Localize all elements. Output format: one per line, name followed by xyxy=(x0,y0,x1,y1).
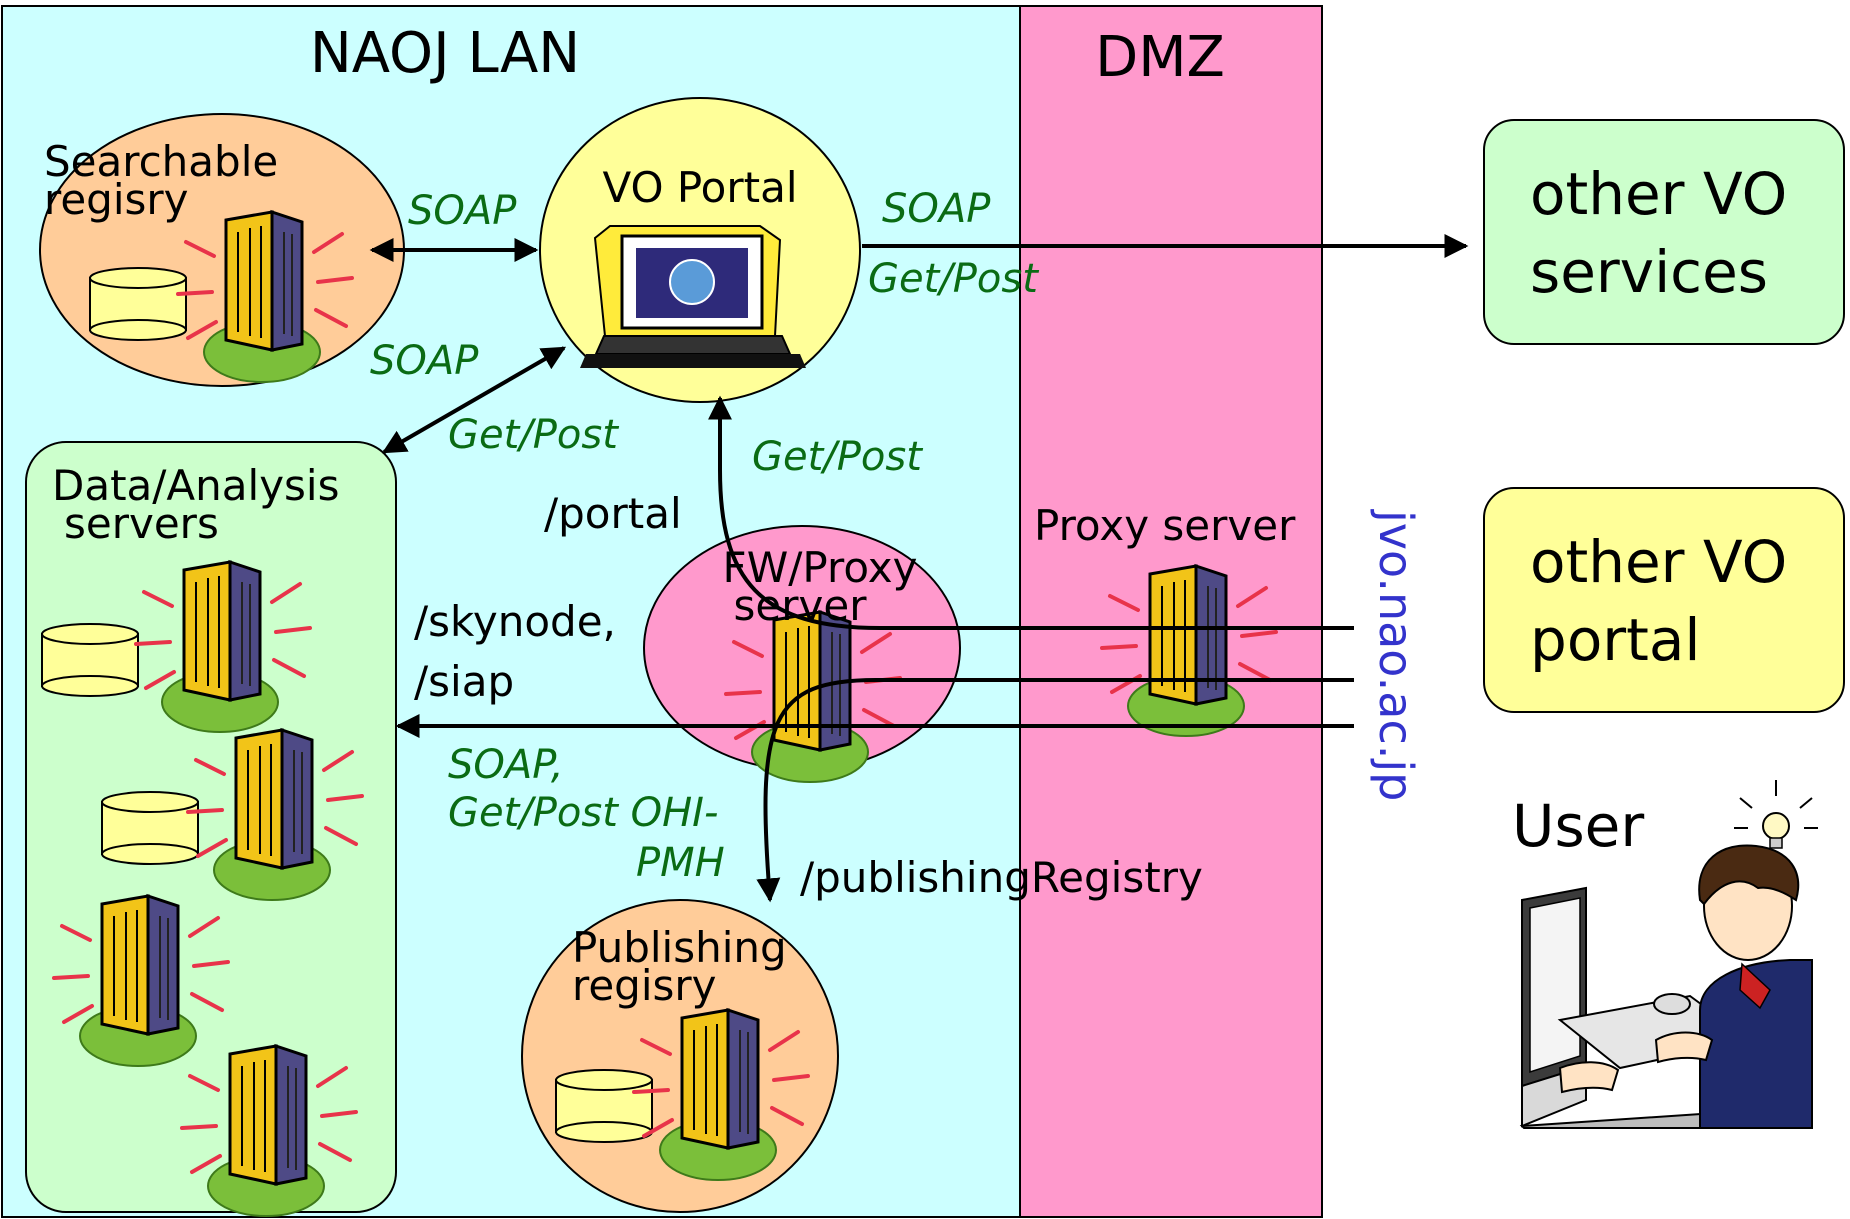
data-analysis-servers-node: Data/Analysis servers xyxy=(25,441,397,1218)
proxy-server-node: Proxy server xyxy=(1034,501,1296,738)
publishing-registry-node: Publishing regisry xyxy=(521,899,839,1213)
publishing-registry-label-1: Publishing xyxy=(572,923,787,972)
getpost-data-label: Get/Post xyxy=(448,412,619,458)
getpost-services-label: Get/Post xyxy=(868,256,1039,302)
other-vo-portal-node: other VO portal xyxy=(1483,487,1845,713)
other-vo-services-label-2: services xyxy=(1530,238,1768,306)
soap-bottom-label: SOAP, xyxy=(448,742,564,788)
vo-portal-node: VO Portal xyxy=(539,97,861,403)
lightbulb-icon xyxy=(1734,780,1818,849)
searchable-registry-node: Searchable regisry xyxy=(39,113,405,387)
getpost-ohi-label: Get/Post OHI- xyxy=(448,790,718,836)
dmz-title: DMZ xyxy=(1095,25,1225,90)
data-analysis-label-1: Data/Analysis xyxy=(52,461,339,510)
fw-proxy-server-node: FW/Proxy server xyxy=(643,525,961,784)
computer-icon xyxy=(580,225,806,368)
siap-path-label: /siap xyxy=(414,657,514,706)
skynode-path-label: /skynode, xyxy=(414,597,616,646)
publishing-route-arrow xyxy=(756,678,1354,903)
publishing-path-label: /publishingRegistry xyxy=(800,853,1203,902)
other-vo-services-node: other VO services xyxy=(1483,119,1845,345)
database-icon xyxy=(101,791,199,865)
proxy-server-label: Proxy server xyxy=(1034,501,1296,550)
searchable-registry-label-1: Searchable xyxy=(44,137,278,186)
other-vo-portal-label-2: portal xyxy=(1530,606,1701,674)
getpost-portal-label: Get/Post xyxy=(752,434,923,480)
user-at-computer-icon xyxy=(1519,844,1813,1129)
searchable-registry-label-2: regisry xyxy=(44,175,189,224)
portal-path-label: /portal xyxy=(544,489,682,538)
other-vo-services-label-1: other VO xyxy=(1530,160,1787,228)
user-node: User xyxy=(1512,780,1818,1129)
database-icon xyxy=(41,623,139,697)
data-portal-arrow xyxy=(381,346,567,454)
database-icon xyxy=(89,267,187,341)
fw-proxy-label-1: FW/Proxy xyxy=(723,543,918,592)
user-label: User xyxy=(1512,792,1644,860)
data-analysis-label-2: servers xyxy=(64,499,219,548)
domain-label: jvo.nao.ac.jp xyxy=(1369,509,1423,801)
portal-route-arrow xyxy=(708,395,1354,630)
publishing-registry-label-2: regisry xyxy=(572,961,717,1010)
pmh-label: PMH xyxy=(636,840,725,886)
soap-data-label: SOAP xyxy=(370,338,479,384)
soap-registry-label: SOAP xyxy=(408,188,517,234)
connectors xyxy=(369,234,1469,903)
soap-services-label: SOAP xyxy=(882,186,991,232)
other-vo-portal-label-1: other VO xyxy=(1530,528,1787,596)
database-icon xyxy=(555,1069,653,1143)
vo-portal-label: VO Portal xyxy=(602,163,797,212)
lan-title: NAOJ LAN xyxy=(310,21,580,86)
